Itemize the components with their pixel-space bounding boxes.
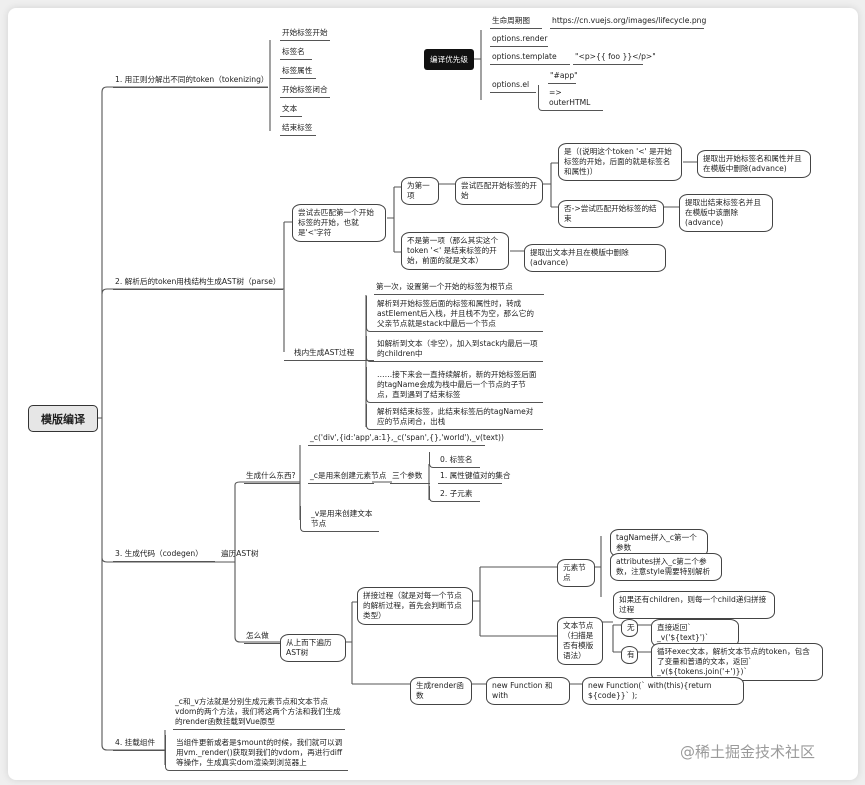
yes-result-node[interactable]: 提取出开始标签名和属性并且在模版中删除(advance) [697, 150, 811, 178]
el-value[interactable]: "#app" [548, 71, 578, 84]
token-item[interactable]: 标签属性 [280, 66, 316, 79]
v-desc[interactable]: _v是用来创建文本节点 [300, 506, 379, 532]
not-first-node[interactable]: 不是第一项（那么其实这个token '<' 是结束标签的开始，前面的就是文本） [401, 232, 509, 270]
no-node[interactable]: 否->尝试匹配开始标签的结束 [558, 200, 664, 228]
has-result[interactable]: 循环exec文本，解析文本节点的token，包含了变量和普通的文本，返回` _v… [651, 643, 823, 681]
example-code[interactable]: _c('div',{id:'app',a:1},_c('span',{},'wo… [308, 433, 504, 446]
stack-item[interactable]: ……接下来会一直持续解析，新的开始标签后面的tagName会成为栈中最后一个节点… [366, 367, 543, 403]
element-item[interactable]: tagName拼入_c第一个参数 [610, 529, 708, 557]
none-node[interactable]: 无 [621, 619, 638, 637]
concat-node[interactable]: 拼接过程（就是对每一个节点的解析过程，首先会判断节点类型） [357, 587, 473, 625]
new-fn-code-node[interactable]: new Function(` with(this){return ${code}… [582, 677, 744, 705]
token-item[interactable]: 标签名 [280, 47, 312, 60]
branch-codegen[interactable]: 3. 生成代码（codegen） [113, 549, 215, 562]
render-fn-node[interactable]: 生成render函数 [410, 677, 472, 705]
first-item-node[interactable]: 为第一项 [401, 177, 439, 205]
traverse-ast[interactable]: 遍历AST树 [221, 549, 259, 558]
branch-mount[interactable]: 4. 挂载组件 [113, 738, 165, 751]
mount-item[interactable]: 当组件更新或者是$mount的时候，我们就可以调用vm._render()获取到… [165, 735, 348, 771]
stack-item[interactable]: 解析到开始标签后面的标签和属性时，转成astElement后入栈，并且栈不为空，… [366, 296, 543, 332]
stack-ast-label[interactable]: 栈内生成AST过程 [284, 348, 374, 361]
try-start-node[interactable]: 尝试匹配开始标签的开始 [455, 177, 543, 205]
stack-item[interactable]: 第一次，设置第一个开始的标签为根节点 [374, 282, 544, 295]
element-node[interactable]: 元素节点 [557, 559, 595, 587]
watermark: @稀土掘金技术社区 [680, 743, 816, 761]
element-item[interactable]: attributes拼入_c第二个参数，注意style需要特别解析 [610, 553, 722, 581]
token-item[interactable]: 开始标签闭合 [280, 85, 330, 98]
mount-item[interactable]: _c和_v方法就是分别生成元素节点和文本节点vdom的两个方法，我们将这两个方法… [173, 697, 345, 730]
three-params[interactable]: 三个参数 [390, 471, 430, 484]
stack-item[interactable]: 解析到结束标签，此结束标签后的tagName对应的节点闭合，出栈 [366, 404, 543, 430]
options-render[interactable]: options.render [490, 34, 548, 47]
token-item[interactable]: 文本 [280, 104, 302, 117]
token-item[interactable]: 结束标签 [280, 123, 316, 136]
root-node[interactable]: 模版编译 [28, 405, 98, 432]
how-node[interactable]: 怎么做 [244, 631, 280, 644]
element-item[interactable]: 如果还有children，则每一个child递归拼接过程 [613, 591, 775, 619]
param-item[interactable]: 2. 子元素 [429, 486, 480, 502]
token-item[interactable]: 开始标签开始 [280, 28, 330, 41]
top-down-node[interactable]: 从上而下遍历AST树 [280, 634, 346, 662]
options-el[interactable]: options.el [490, 80, 536, 93]
yes-node[interactable]: 是（(说明这个token '<' 是开始标签的开始，后面的就是标签名和属性)） [558, 143, 682, 181]
param-item[interactable]: 1. 属性键值对的集合 [438, 471, 510, 484]
el-result[interactable]: => outerHTML [538, 85, 603, 111]
stack-item[interactable]: 如解析到文本（非空），加入到stack内最后一项的children中 [366, 336, 543, 362]
c-desc[interactable]: _c是用来创建元素节点 [308, 471, 386, 484]
not-first-result-node[interactable]: 提取出文本并且在模版中删除(advance) [524, 244, 666, 272]
has-node[interactable]: 有 [621, 646, 638, 664]
new-fn-with-node[interactable]: new Function 和 with [486, 677, 570, 705]
priority-node[interactable]: 编译优先级 [424, 49, 474, 70]
lifecycle-url[interactable]: https://cn.vuejs.org/images/lifecycle.pn… [550, 16, 706, 29]
options-template[interactable]: options.template [490, 52, 570, 65]
lifecycle-label[interactable]: 生命周期图 [490, 16, 542, 29]
param-item[interactable]: 0. 标签名 [429, 452, 480, 468]
text-node[interactable]: 文本节点（扫描是否有模版语法） [557, 617, 603, 665]
branch-parse[interactable]: 2. 解析后的token用栈结构生成AST树（parse） [113, 277, 283, 290]
branch-tokenizing[interactable]: 1. 用正则分解出不同的token（tokenizing） [113, 75, 269, 88]
template-value[interactable]: "<p>{{ foo }}</p>" [573, 52, 656, 65]
no-result-node[interactable]: 提取出结束标签名并且在模版中该删除(advance) [679, 194, 773, 232]
try-match-node[interactable]: 尝试去匹配第一个开始标签的开始，也就是'<'字符 [292, 204, 386, 242]
what-node[interactable]: 生成什么东西? [244, 471, 300, 484]
